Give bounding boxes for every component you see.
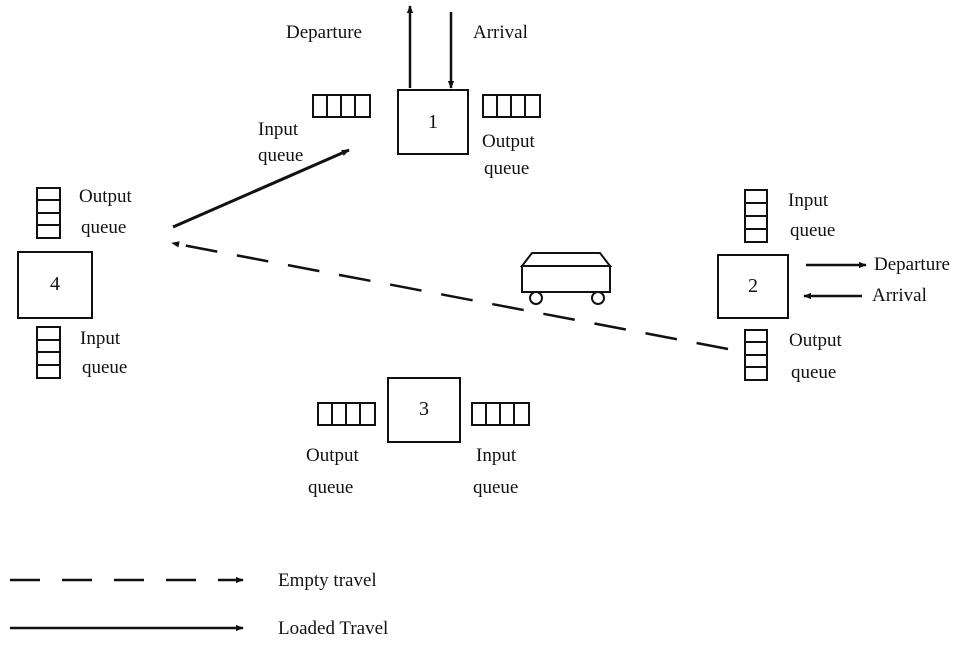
station-4-label: 4	[50, 273, 60, 295]
station-4-input-label: Input	[80, 328, 121, 349]
station-2: 2 Input queue Output queue Departure Arr…	[717, 189, 950, 383]
station-3-output-label: Output	[306, 445, 360, 466]
station-2-input-label: Input	[788, 190, 829, 211]
station-3-box	[387, 377, 461, 443]
station-2-departure-label: Departure	[874, 254, 950, 275]
station-4-output-queue	[36, 187, 61, 239]
station-3-label: 3	[419, 398, 429, 420]
station-1-box	[397, 89, 469, 155]
station-3-output-queue	[317, 402, 376, 426]
station-3: 3 Output queue Input queue	[306, 377, 530, 498]
station-1: 1 Input queue Output queue Departure Arr…	[258, 5, 541, 179]
station-3-input-queue	[471, 402, 530, 426]
station-2-label: 2	[748, 275, 758, 297]
station-2-output-sublabel: queue	[791, 362, 836, 383]
legend-loaded-travel-label: Loaded Travel	[278, 618, 388, 639]
station-2-box	[717, 254, 789, 319]
legend: Empty travel Loaded Travel	[10, 570, 388, 639]
station-1-output-label: Output	[482, 131, 536, 152]
station-4-input-queue	[36, 326, 61, 379]
agv-cart-icon	[519, 252, 613, 305]
loaded-travel-path	[172, 148, 350, 229]
station-4-input-sublabel: queue	[82, 357, 127, 378]
station-2-arrival-label: Arrival	[872, 285, 927, 306]
station-1-input-queue	[312, 94, 371, 118]
station-1-input-sublabel: queue	[258, 145, 303, 166]
empty-travel-path	[171, 241, 729, 351]
station-1-input-label: Input	[258, 119, 299, 140]
station-2-input-sublabel: queue	[790, 220, 835, 241]
station-1-departure-label: Departure	[286, 22, 362, 43]
legend-empty-travel-label: Empty travel	[278, 570, 377, 591]
station-3-input-label: Input	[476, 445, 517, 466]
station-4-output-sublabel: queue	[81, 217, 126, 238]
station-3-input-sublabel: queue	[473, 477, 518, 498]
station-1-label: 1	[428, 111, 438, 133]
station-1-output-sublabel: queue	[484, 158, 529, 179]
station-2-input-queue	[744, 189, 768, 243]
station-1-output-queue	[482, 94, 541, 118]
station-4: 4 Output queue Input queue	[17, 186, 133, 379]
station-3-output-sublabel: queue	[308, 477, 353, 498]
station-4-output-label: Output	[79, 186, 133, 207]
station-2-output-queue	[744, 329, 768, 381]
station-1-arrival-label: Arrival	[473, 22, 528, 43]
station-2-output-label: Output	[789, 330, 843, 351]
station-4-box	[17, 251, 93, 319]
